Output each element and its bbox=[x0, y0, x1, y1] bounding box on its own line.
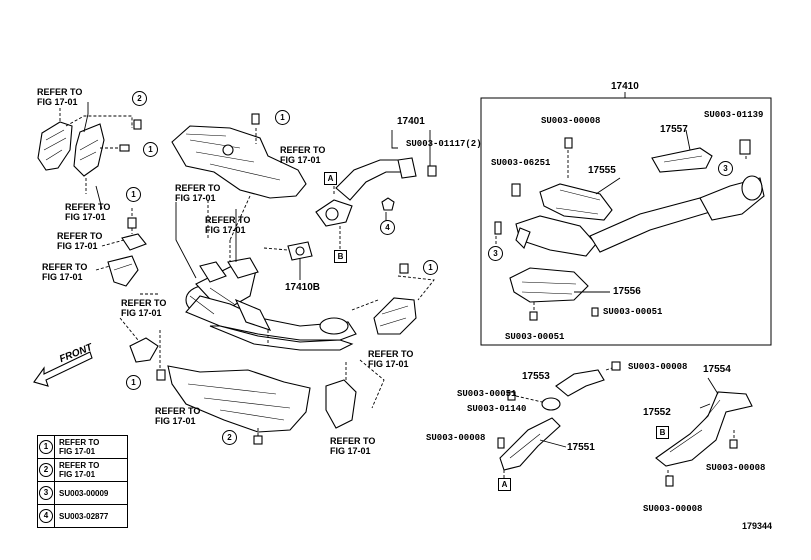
marker-1: 1 bbox=[423, 260, 438, 275]
catalytic-converter-upper bbox=[515, 175, 765, 257]
exhaust-manifold bbox=[185, 257, 357, 351]
legend-text: SU003-00009 bbox=[59, 488, 109, 498]
code-su003-00008-e: SU003-00008 bbox=[643, 504, 703, 514]
code-su003-06251: SU003-06251 bbox=[491, 158, 551, 168]
marker-1: 1 bbox=[126, 375, 141, 390]
legend-text: REFER TO bbox=[59, 461, 100, 470]
marker-b: B bbox=[656, 426, 669, 439]
marker-3: 3 bbox=[488, 246, 503, 261]
legend-row: 4 SU003-02877 bbox=[37, 504, 128, 528]
legend-text: FIG 17-01 bbox=[59, 470, 96, 479]
pipe-17551 bbox=[499, 417, 561, 471]
figure-number: 179344 bbox=[742, 521, 773, 531]
marker-4: 4 bbox=[380, 220, 395, 235]
code-su003-00008-a: SU003-00008 bbox=[541, 116, 601, 126]
part-17552: 17552 bbox=[643, 407, 671, 418]
marker-a: A bbox=[498, 478, 511, 491]
left-small-brackets bbox=[107, 233, 159, 363]
marker-1: 1 bbox=[126, 187, 141, 202]
gasket bbox=[287, 241, 313, 261]
bracket-17553 bbox=[555, 361, 621, 397]
front-pipe bbox=[315, 157, 417, 227]
code-su003-00008-b: SU003-00008 bbox=[628, 362, 688, 372]
part-17553: 17553 bbox=[522, 371, 550, 382]
legend-key: 3 bbox=[39, 486, 53, 500]
legend-key: 1 bbox=[39, 440, 53, 454]
code-su003-00008-d: SU003-00008 bbox=[706, 463, 766, 473]
part-17401: 17401 bbox=[397, 116, 425, 127]
part-17557: 17557 bbox=[660, 124, 688, 135]
code-su003-00008-c: SU003-00008 bbox=[426, 433, 486, 443]
marker-b: B bbox=[334, 250, 347, 263]
legend-key: 2 bbox=[39, 463, 53, 477]
part-17410b: 17410B bbox=[285, 282, 321, 293]
marker-1: 1 bbox=[275, 110, 290, 125]
marker-2: 2 bbox=[132, 91, 147, 106]
front-arrow-icon bbox=[33, 351, 93, 387]
upper-heat-shield bbox=[171, 125, 307, 199]
part-17551: 17551 bbox=[567, 442, 595, 453]
marker-a: A bbox=[324, 172, 337, 185]
marker-3: 3 bbox=[718, 161, 733, 176]
part-17556: 17556 bbox=[613, 286, 641, 297]
code-su003-00051-c: SU003-00051 bbox=[457, 389, 517, 399]
part-17554: 17554 bbox=[703, 364, 731, 375]
group-box-17410 bbox=[480, 97, 772, 346]
code-su003-01117: SU003-01117(2) bbox=[406, 139, 482, 149]
legend-row: 3 SU003-00009 bbox=[37, 481, 128, 505]
code-su003-01139: SU003-01139 bbox=[704, 110, 764, 120]
clamp bbox=[494, 137, 751, 321]
legend-text: FIG 17-01 bbox=[59, 447, 96, 456]
left-upper-heat-shield bbox=[37, 121, 105, 177]
legend-key: 4 bbox=[39, 509, 53, 523]
code-su003-00051-a: SU003-00051 bbox=[603, 307, 663, 317]
heat-shield-17557 bbox=[651, 147, 713, 173]
part-17555: 17555 bbox=[588, 165, 616, 176]
bolt bbox=[119, 119, 142, 152]
legend-text: SU003-02877 bbox=[59, 511, 109, 521]
code-su003-00051-b: SU003-00051 bbox=[505, 332, 565, 342]
lower-right-heat-shields bbox=[167, 297, 417, 433]
marker-2: 2 bbox=[222, 430, 237, 445]
pipe-17552 bbox=[655, 391, 753, 467]
part-17410: 17410 bbox=[611, 81, 639, 92]
legend-text: REFER TO bbox=[59, 438, 100, 447]
code-su003-01140: SU003-01140 bbox=[467, 404, 527, 414]
marker-1: 1 bbox=[143, 142, 158, 157]
heat-shield-17556 bbox=[509, 267, 589, 303]
